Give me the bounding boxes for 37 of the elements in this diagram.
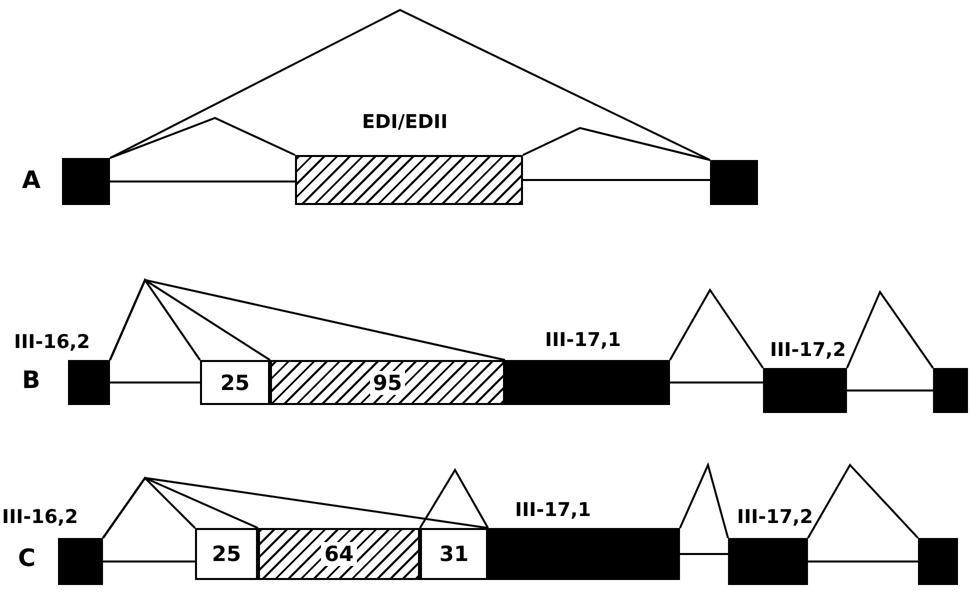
exon-label: III-16,2: [14, 330, 90, 354]
exon-label: III-17,2: [737, 505, 813, 529]
exon-box: 25: [195, 528, 258, 580]
row-letter: C: [18, 546, 36, 570]
exon-label: III-17,1: [515, 498, 591, 522]
splice-line: [807, 463, 919, 539]
exon-box: [918, 538, 958, 585]
exon-box: [62, 158, 110, 205]
intron-line: [808, 560, 918, 562]
intron-line: [670, 382, 763, 384]
exon-box: [710, 160, 758, 205]
exon-label: EDI/EDII: [362, 110, 448, 134]
hatched-exon-box: 95: [270, 360, 505, 405]
intron-line: [847, 390, 933, 392]
exon-label: III-17,1: [545, 328, 621, 352]
splice-line: [110, 116, 296, 159]
intron-line: [680, 553, 728, 555]
splice-line: [110, 8, 710, 161]
intron-line: [523, 179, 710, 181]
hatched-exon-box: 64: [258, 528, 420, 580]
intron-line: [110, 180, 295, 182]
splice-line: [846, 290, 934, 369]
exon-label: III-17,2: [770, 338, 846, 362]
intron-line: [110, 382, 200, 384]
splice-line: [679, 462, 729, 538]
splice-line: [419, 468, 489, 529]
exon-box: [933, 368, 968, 413]
intron-line: [103, 560, 195, 562]
exon-box: 25: [200, 360, 270, 405]
splice-line: [669, 288, 764, 369]
row-letter: B: [22, 368, 40, 392]
exon-box: 31: [420, 528, 488, 580]
splice-line: [109, 278, 506, 361]
splice-line: [522, 126, 710, 161]
row-letter: A: [22, 168, 41, 192]
exon-label: III-16,2: [2, 505, 78, 529]
splice-line: [102, 476, 488, 539]
